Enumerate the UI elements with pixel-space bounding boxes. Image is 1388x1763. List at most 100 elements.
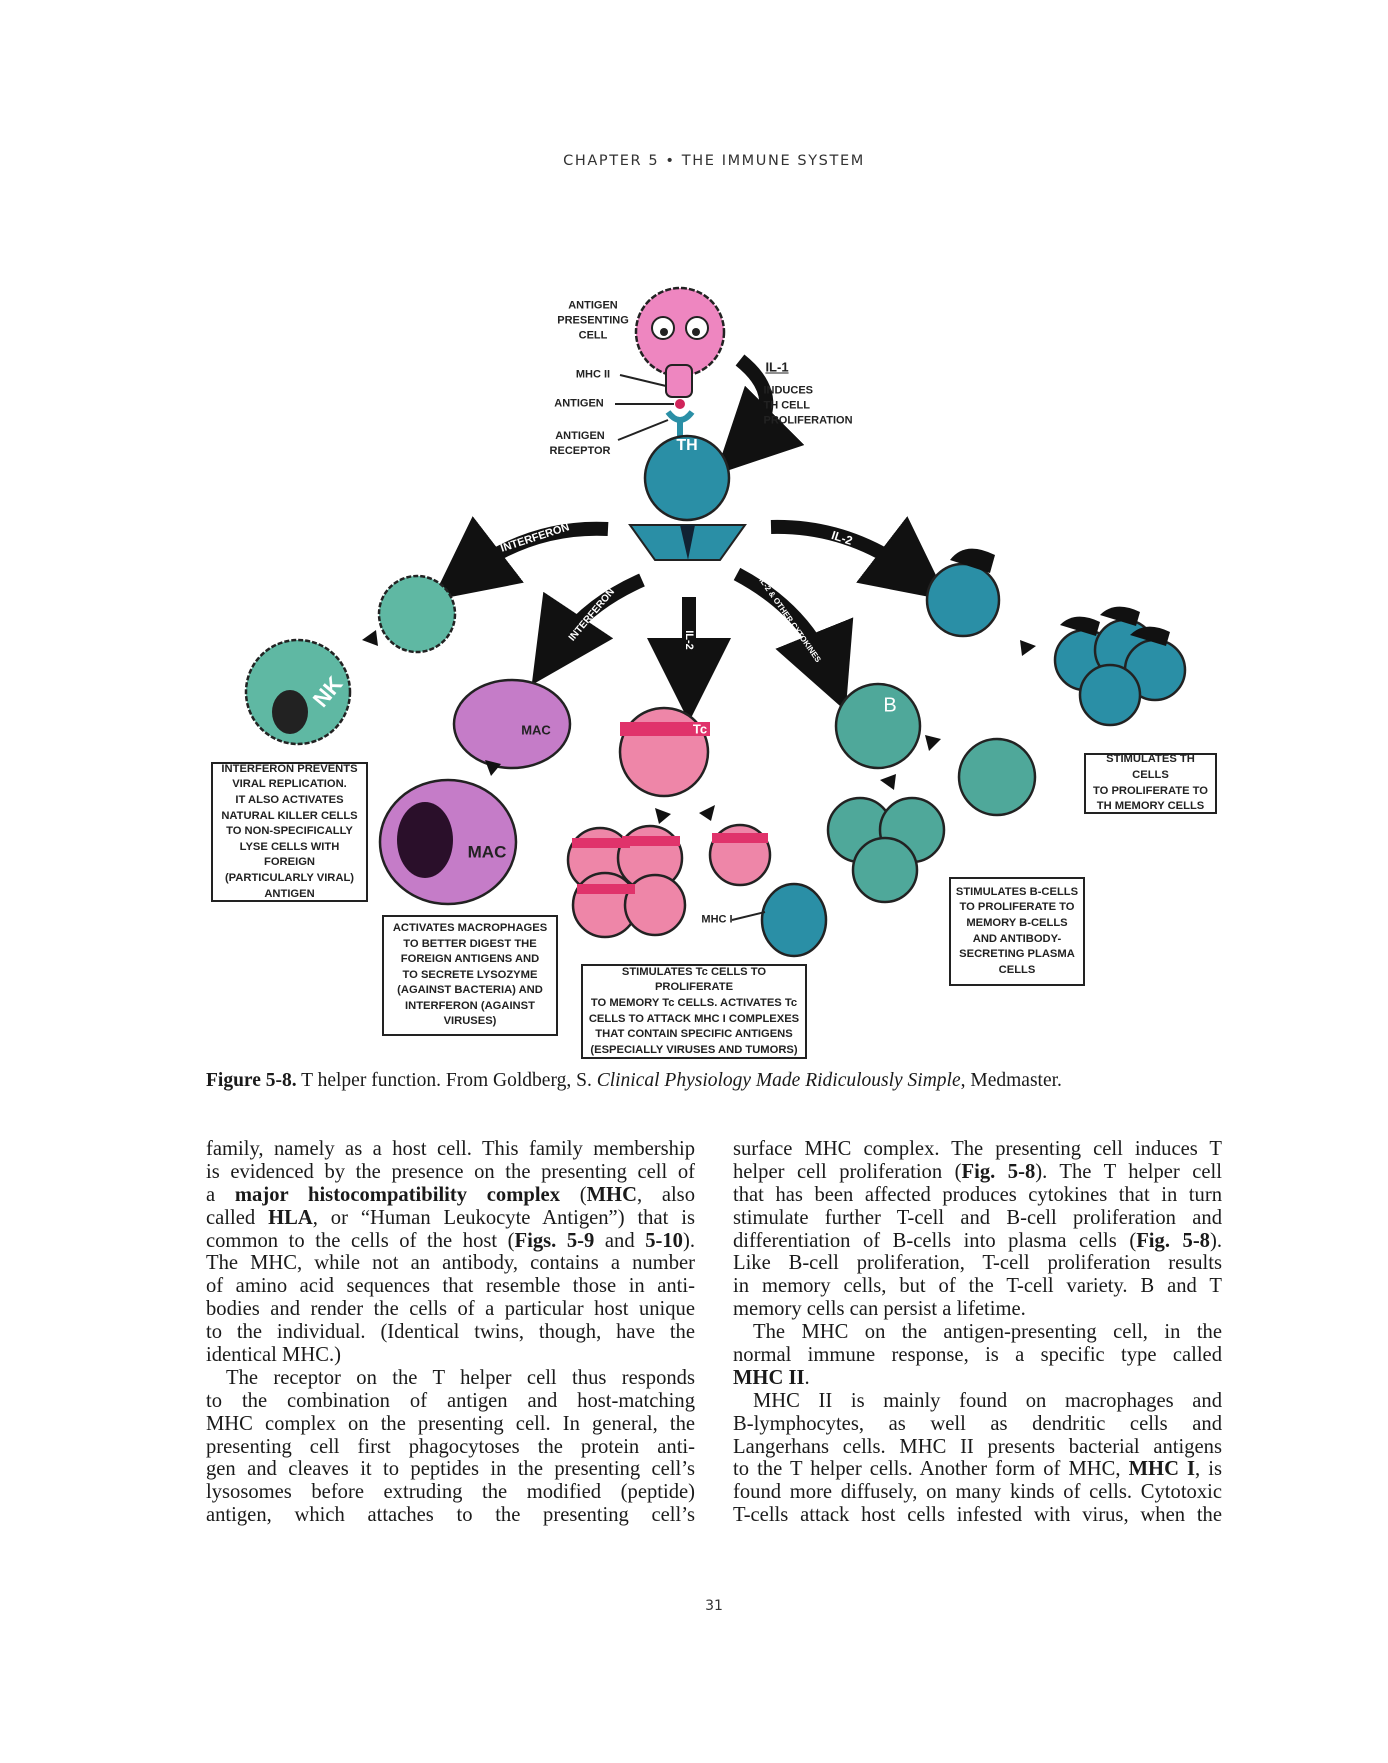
text-line: to the T helper cells. Another form of M…: [733, 1458, 1222, 1481]
text-line: memory cells can persist a lifetime.: [733, 1298, 1222, 1321]
bold-term: Fig. 5-8: [1136, 1229, 1210, 1252]
text-run: and: [594, 1229, 646, 1252]
text-run: found more diffusely, on many kinds of c…: [733, 1481, 1222, 1504]
body-column-left: family, namely as a host cell. This fami…: [206, 1138, 695, 1527]
text-run: surface MHC complex. The presenting cell…: [733, 1138, 1222, 1160]
text-run: ).: [682, 1229, 695, 1252]
text-line: differentiation of B-cells into plasma c…: [733, 1230, 1222, 1253]
th-effect-box: STIMULATES TH CELLS TO PROLIFERATE TO TH…: [1084, 753, 1217, 814]
text-line: MHC II.: [733, 1367, 1222, 1390]
text-run: to the T helper cells. Another form of M…: [733, 1458, 1129, 1481]
text-run: , also: [636, 1183, 695, 1206]
text-line: The MHC on the antigen-presenting cell, …: [733, 1321, 1222, 1344]
bold-term: Figs. 5-9: [514, 1229, 595, 1252]
label-b: B: [883, 694, 897, 717]
macrophage-icon: [378, 678, 572, 906]
text-run: that has been affected produces cytokine…: [733, 1183, 1222, 1206]
text-line: MHC complex on the presenting cell. In g…: [206, 1413, 695, 1436]
label-th: TH: [676, 437, 698, 454]
label-antigen: ANTIGEN: [554, 397, 604, 410]
text-run: is evidenced by the presence on the pres…: [206, 1160, 695, 1183]
text-run: , is: [1195, 1458, 1222, 1481]
text-run: antigen, which attaches to the presentin…: [206, 1504, 695, 1527]
cytotoxic-t-cell-icon: [566, 706, 828, 958]
text-line: B-lymphocytes, as well as dendritic cell…: [733, 1413, 1222, 1436]
text-run: .: [804, 1366, 810, 1389]
text-run: bodies and render the cells of a particu…: [206, 1298, 695, 1321]
tc-effect-box: STIMULATES Tc CELLS TO PROLIFERATE TO ME…: [581, 964, 807, 1059]
text-run: called: [206, 1206, 269, 1229]
bold-term: MHC: [586, 1183, 637, 1206]
body-column-right: surface MHC complex. The presenting cell…: [733, 1138, 1222, 1527]
text-line: The MHC, while not an antibody, contains…: [206, 1252, 695, 1275]
text-line: surface MHC complex. The presenting cell…: [733, 1138, 1222, 1161]
text-line: bodies and render the cells of a particu…: [206, 1298, 695, 1321]
text-run: , or “Human Leukocyte Antigen”) that is: [312, 1206, 695, 1229]
text-line: common to the cells of the host (Figs. 5…: [206, 1230, 695, 1253]
text-line: that has been affected produces cytokine…: [733, 1184, 1222, 1207]
text-run: a: [206, 1183, 235, 1206]
text-run: MHC II is mainly found on macrophages an…: [753, 1389, 1222, 1412]
label-antigen-presenting-cell: ANTIGEN PRESENTING CELL: [557, 299, 629, 342]
text-line: normal immune response, is a specific ty…: [733, 1344, 1222, 1367]
text-line: antigen, which attaches to the presentin…: [206, 1504, 695, 1527]
text-run: MHC complex on the presenting cell. In g…: [206, 1412, 695, 1435]
label-mac-big: MAC: [467, 842, 507, 862]
bold-term: HLA: [268, 1206, 313, 1229]
page-number: 31: [705, 1598, 723, 1614]
text-run: gen and cleaves it to peptides in the pr…: [206, 1458, 695, 1481]
text-run: stimulate further T-cell and B-cell prol…: [733, 1206, 1222, 1229]
label-tc: Tc: [692, 721, 708, 737]
text-line: in memory cells, but of the T-cell varie…: [733, 1275, 1222, 1298]
text-run: of amino acid sequences that resemble th…: [206, 1275, 695, 1298]
bold-term: major histocompatibility complex: [234, 1183, 560, 1206]
text-run: in memory cells, but of the T-cell varie…: [733, 1275, 1222, 1298]
bold-term: Fig. 5-8: [961, 1160, 1036, 1183]
text-line: MHC II is mainly found on macrophages an…: [733, 1390, 1222, 1413]
text-line: helper cell proliferation (Fig. 5-8). Th…: [733, 1161, 1222, 1184]
text-run: common to the cells of the host (: [206, 1229, 515, 1252]
text-line: to the individual. (Identical twins, tho…: [206, 1321, 695, 1344]
label-mhc-ii: MHC II: [575, 368, 611, 381]
macrophage-effect-box: ACTIVATES MACROPHAGES TO BETTER DIGEST T…: [382, 915, 558, 1036]
text-run: family, namely as a host cell. This fami…: [206, 1138, 695, 1160]
text-line: is evidenced by the presence on the pres…: [206, 1161, 695, 1184]
label-il-2-down: IL-2: [683, 630, 695, 650]
text-line: of amino acid sequences that resemble th…: [206, 1275, 695, 1298]
text-run: helper cell proliferation (: [733, 1160, 962, 1183]
antigen-presenting-cell-icon: [634, 286, 726, 409]
t-helper-cell-icon: [628, 410, 747, 561]
caption-text: T helper function. From Goldberg, S.: [296, 1070, 597, 1091]
text-run: ).: [1209, 1229, 1222, 1252]
text-line: called HLA, or “Human Leukocyte Antigen”…: [206, 1207, 695, 1230]
text-run: memory cells can persist a lifetime.: [733, 1298, 1026, 1321]
caption-publisher: , Medmaster.: [960, 1070, 1062, 1091]
text-run: T-cells attack host cells infested with …: [733, 1504, 1222, 1527]
text-run: to the individual. (Identical twins, tho…: [206, 1321, 695, 1344]
text-run: Like B-cell proliferation, T-cell prolif…: [733, 1252, 1222, 1275]
text-run: to the combination of antigen and host-m…: [206, 1389, 695, 1412]
text-run: presenting cell first phagocytoses the p…: [206, 1435, 695, 1458]
text-line: presenting cell first phagocytoses the p…: [206, 1436, 695, 1459]
b-cell-effect-box: STIMULATES B-CELLS TO PROLIFERATE TO MEM…: [949, 877, 1085, 986]
text-line: Like B-cell proliferation, T-cell prolif…: [733, 1252, 1222, 1275]
text-run: Langerhans cells. MHC II presents bacter…: [733, 1435, 1222, 1458]
text-run: (: [560, 1183, 587, 1206]
running-head: CHAPTER 5 • THE IMMUNE SYSTEM: [563, 153, 865, 169]
text-line: The receptor on the T helper cell thus r…: [206, 1367, 695, 1390]
t-helper-memory-cell-icon: [925, 562, 1187, 727]
interferon-effect-box: INTERFERON PREVENTS VIRAL REPLICATION. I…: [211, 762, 368, 902]
text-line: lysosomes before extruding the modified …: [206, 1481, 695, 1504]
text-run: The MHC, while not an antibody, contains…: [206, 1252, 695, 1275]
bold-term: MHC I: [1128, 1458, 1196, 1481]
text-run: lysosomes before extruding the modified …: [206, 1481, 695, 1504]
text-line: gen and cleaves it to peptides in the pr…: [206, 1458, 695, 1481]
natural-killer-cell-icon: [244, 574, 457, 746]
caption-book-title: Clinical Physiology Made Ridiculously Si…: [596, 1070, 961, 1091]
text-run: normal immune response, is a specific ty…: [733, 1344, 1222, 1367]
text-run: The MHC on the antigen-presenting cell, …: [753, 1321, 1222, 1344]
bold-term: MHC II: [733, 1366, 805, 1389]
text-line: T-cells attack host cells infested with …: [733, 1504, 1222, 1527]
text-run: B-lymphocytes, as well as dendritic cell…: [733, 1412, 1222, 1435]
